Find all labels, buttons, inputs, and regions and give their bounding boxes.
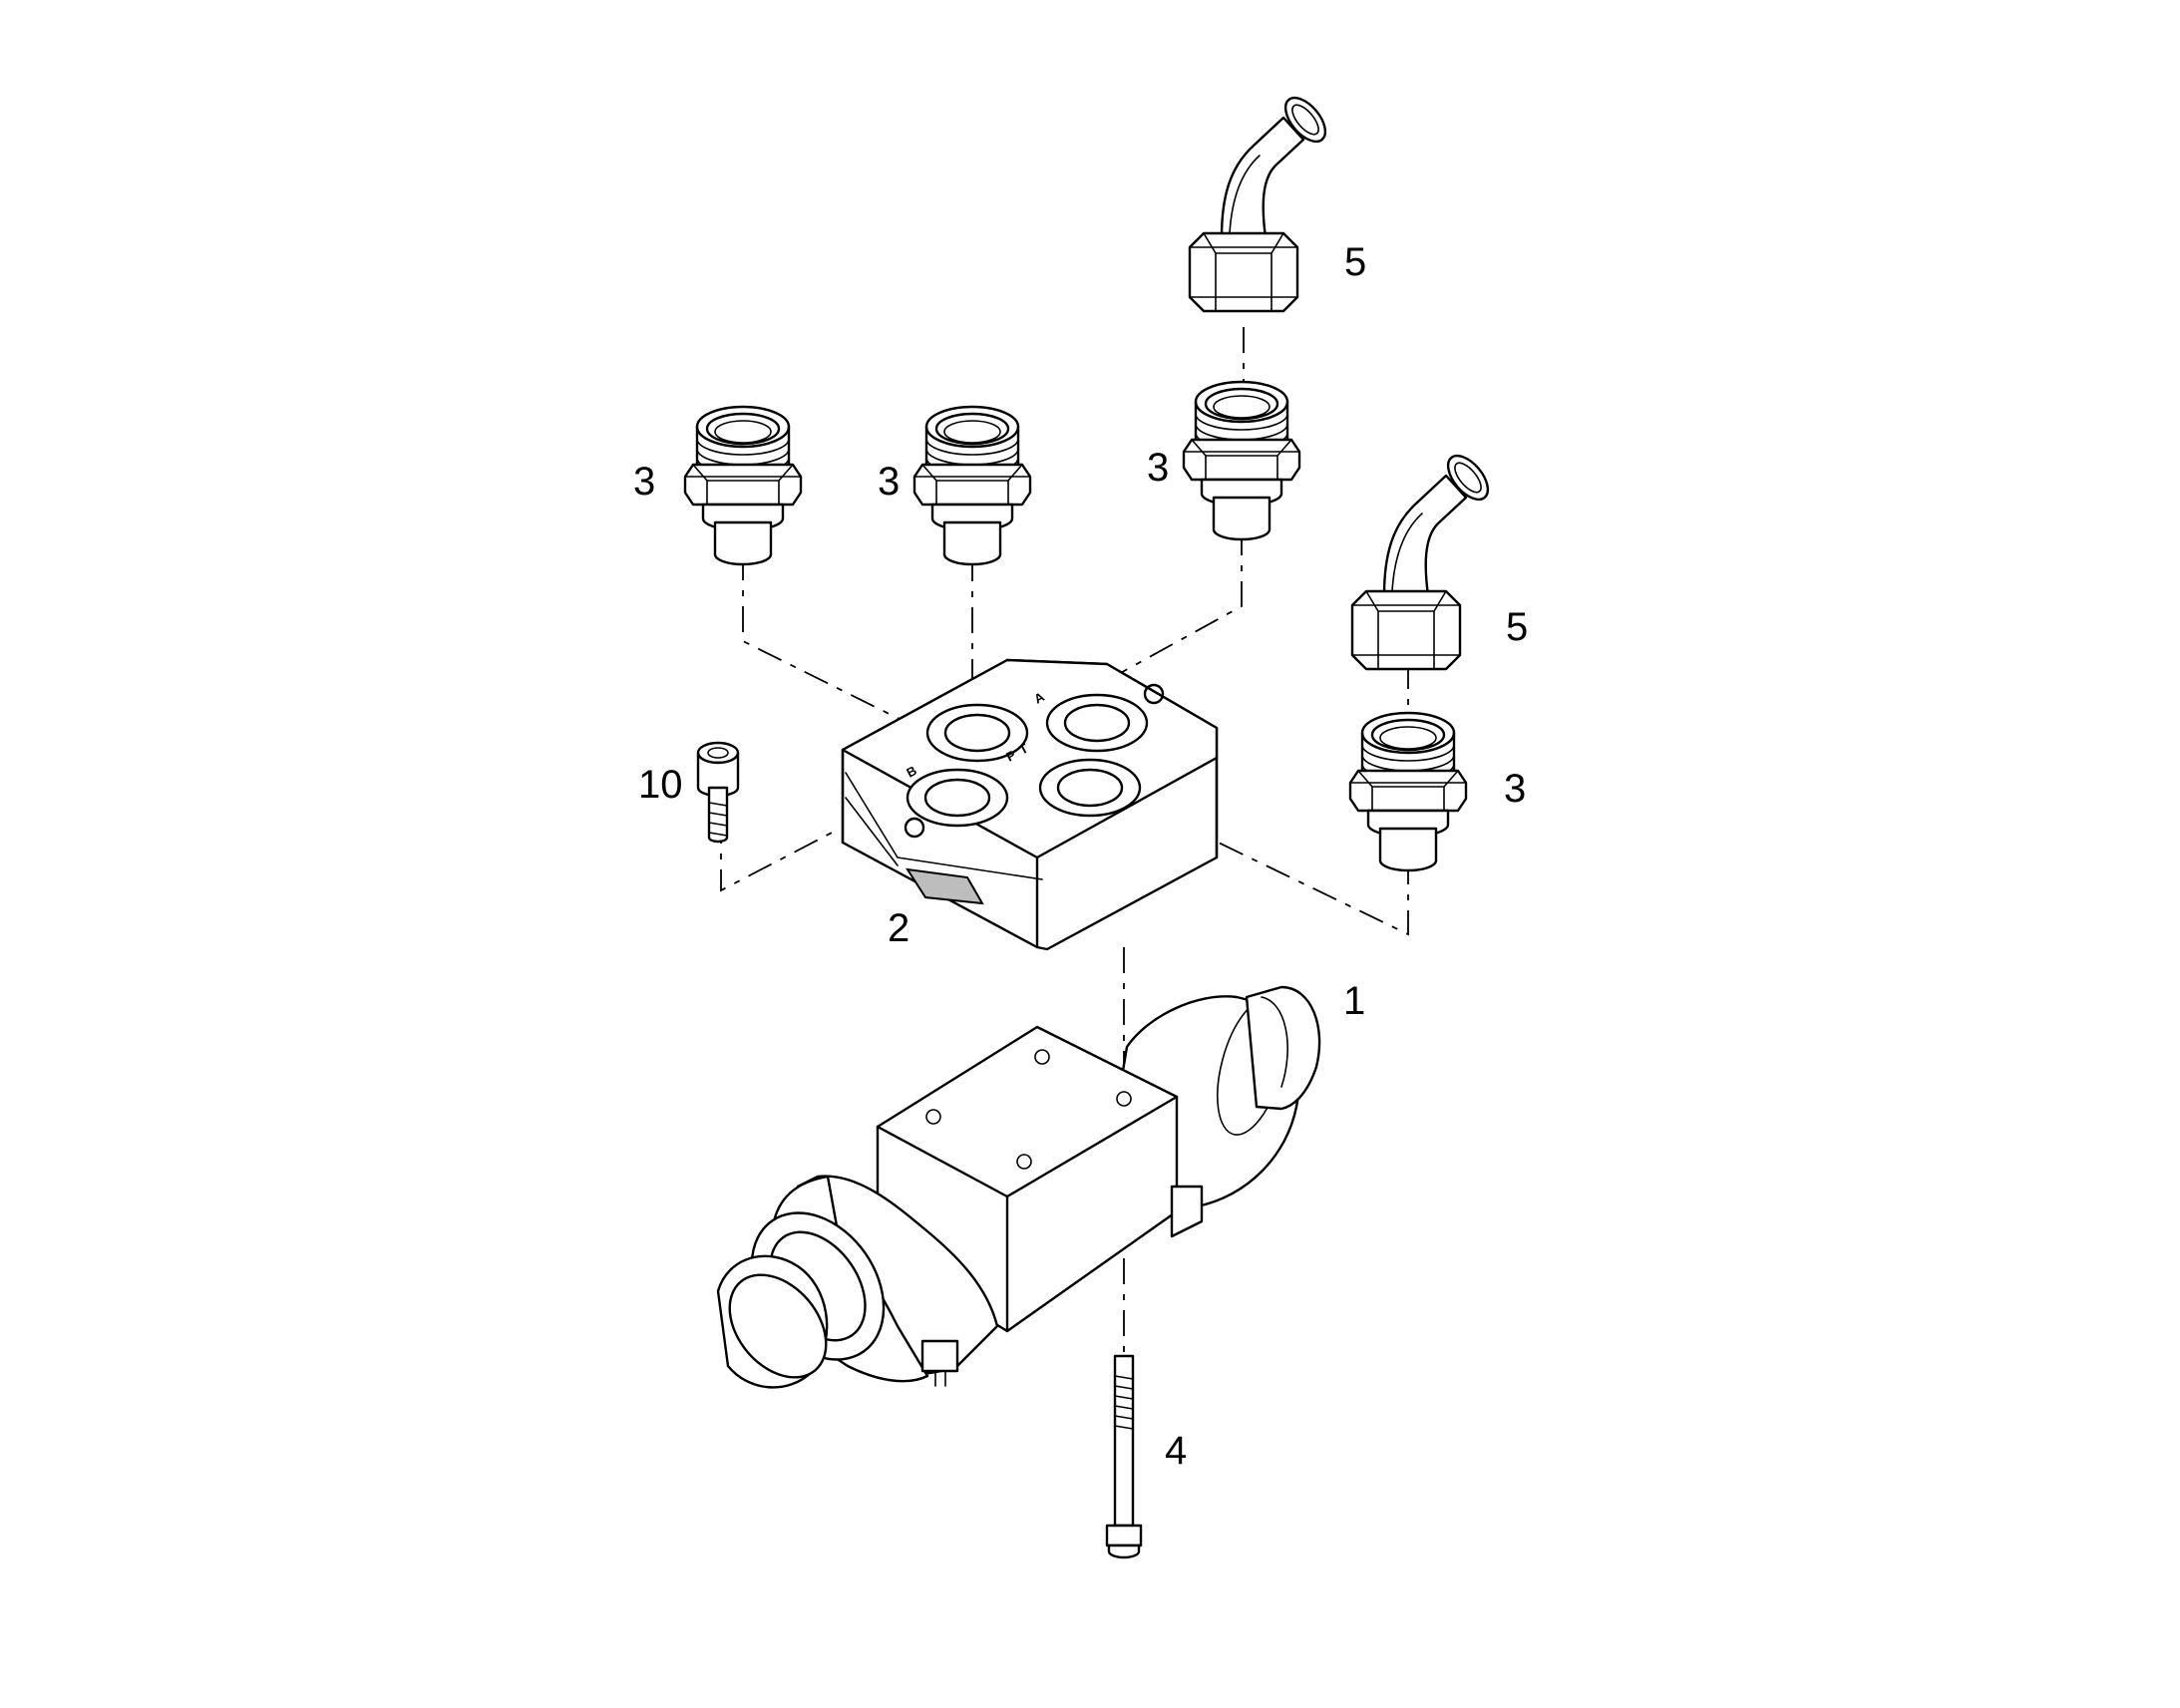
label-part-10: 10 <box>638 763 683 807</box>
fitting-3-a <box>683 405 803 566</box>
solenoid-valve-1 <box>716 985 1321 1389</box>
label-part-3-c: 3 <box>1147 446 1169 490</box>
fitting-3-c <box>1182 380 1301 541</box>
sub-plate-2: A B P T <box>841 658 1219 951</box>
label-part-3-b: 3 <box>878 460 900 504</box>
fitting-3-d <box>1348 711 1468 872</box>
label-part-3-d: 3 <box>1504 767 1526 811</box>
elbow-5-b <box>1350 447 1497 671</box>
elbow-5-a <box>1188 89 1334 313</box>
label-part-2: 2 <box>888 906 909 950</box>
label-part-5-b: 5 <box>1506 605 1528 649</box>
socket-screw-10 <box>696 741 740 844</box>
fitting-3-b <box>912 405 1032 566</box>
label-part-5-a: 5 <box>1344 240 1366 284</box>
long-bolt-4 <box>1105 1354 1143 1559</box>
label-part-1: 1 <box>1343 979 1365 1023</box>
part-labels: 1 2 3 3 3 3 4 5 5 10 <box>633 240 1528 1473</box>
label-part-3-a: 3 <box>633 460 655 504</box>
label-part-4: 4 <box>1165 1429 1187 1473</box>
